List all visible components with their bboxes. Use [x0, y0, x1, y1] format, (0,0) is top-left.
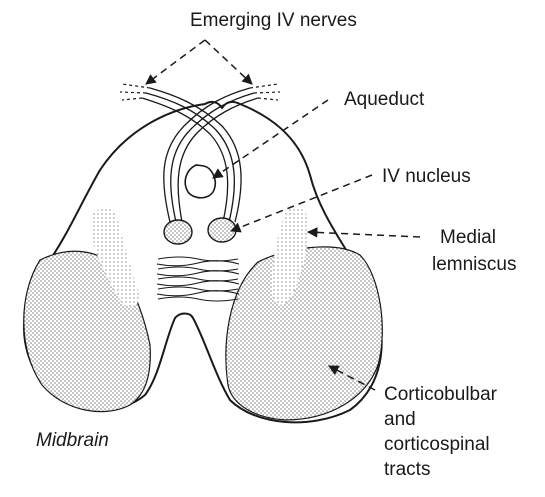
label-corticobulbar: Corticobulbar	[384, 384, 498, 405]
right-cerebral-peduncle	[226, 247, 382, 420]
label-tracts: tracts	[384, 459, 430, 480]
arrow-emerging-left	[146, 40, 205, 84]
label-medial: Medial	[440, 227, 496, 248]
cerebral-aqueduct	[185, 165, 215, 198]
label-lemniscus: lemniscus	[432, 254, 516, 275]
label-aqueduct: Aqueduct	[344, 89, 425, 110]
arrow-emerging-right	[205, 40, 252, 84]
emerging-iv-nerves	[120, 84, 280, 100]
label-and: and	[384, 409, 416, 430]
label-emerging-iv-nerves: Emerging IV nerves	[190, 10, 357, 31]
left-iv-nucleus	[164, 220, 192, 244]
label-corticospinal: corticospinal	[384, 434, 490, 455]
label-iv-nucleus: IV nucleus	[382, 166, 471, 187]
caption-midbrain: Midbrain	[36, 430, 109, 451]
